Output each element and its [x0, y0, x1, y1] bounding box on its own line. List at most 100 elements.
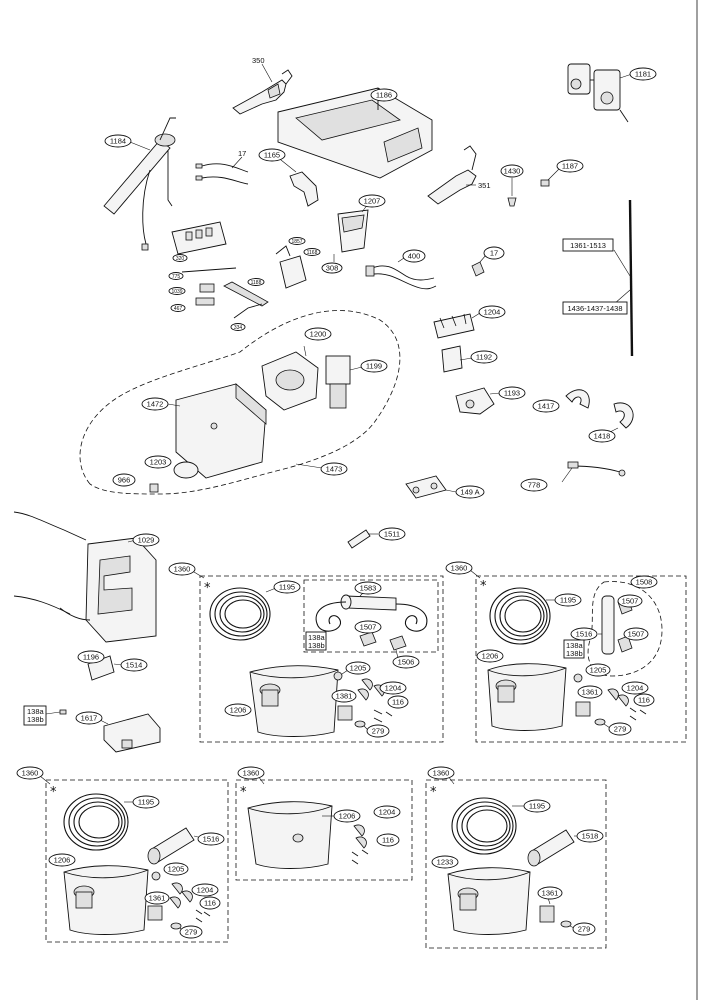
- label-p3-116: 116: [204, 899, 216, 908]
- star-mark-5: *: [430, 785, 437, 800]
- label-17-clip: 17: [490, 249, 498, 258]
- label-p1-1506: 1506: [398, 658, 415, 667]
- part-1203: [173, 461, 199, 479]
- screws-p3: [195, 909, 211, 923]
- label-1472: 1472: [147, 400, 164, 409]
- label-1188: 1188: [251, 280, 262, 286]
- label-p1-116: 116: [392, 698, 404, 707]
- label-p2-1508: 1508: [636, 578, 653, 587]
- label-p3-1516: 1516: [203, 835, 220, 844]
- label-1417: 1417: [538, 402, 555, 411]
- label-p2-1195: 1195: [560, 596, 576, 605]
- part-1181-valve: [567, 63, 629, 123]
- label-p5-1233: 1233: [437, 858, 454, 867]
- label-1204-top: 1204: [484, 308, 501, 317]
- label-1199: 1199: [366, 362, 382, 371]
- label-p2-1206: 1206: [482, 652, 499, 661]
- label-149a: 149 A: [460, 488, 479, 497]
- label-1617: 1617: [81, 714, 98, 723]
- hose-coil-3: [63, 793, 129, 851]
- label-1203: 1203: [150, 458, 167, 467]
- label-p4-116: 116: [382, 836, 394, 845]
- label-p4-1206: 1206: [339, 812, 356, 821]
- label-p2-138ab: 138a 138b: [566, 641, 585, 658]
- part-1186-housing: [277, 87, 433, 179]
- label-966: 966: [118, 476, 131, 485]
- part-1417-hose: [565, 389, 590, 409]
- part-1193: [455, 387, 495, 415]
- kit-panel-1: * 1360 1195 1583 138a 138b: [168, 562, 444, 743]
- label-p2-116: 116: [638, 696, 650, 705]
- label-p1-1583: 1583: [360, 584, 377, 593]
- label-1186: 1186: [376, 91, 392, 100]
- part-351-bracket: [427, 145, 477, 205]
- label-p5-1360: 1360: [433, 769, 450, 778]
- label-1039: 1039: [171, 289, 182, 295]
- small-parts-cluster: [181, 267, 269, 319]
- label-1193: 1193: [504, 389, 520, 398]
- label-1207: 1207: [364, 197, 381, 206]
- label-p3-1361: 1361: [149, 894, 166, 903]
- hose-coil-2: [489, 587, 551, 645]
- label-1430: 1430: [504, 167, 521, 176]
- part-1192: [441, 345, 463, 373]
- label-1436-1437-1438: 1436-1437-1438: [567, 304, 622, 313]
- label-p1-138ab: 138a 138b: [308, 633, 327, 650]
- label-1473: 1473: [326, 465, 343, 474]
- bag-1206-p4: [247, 801, 333, 869]
- part-tube-long: [613, 199, 634, 357]
- part-1200-motor: [261, 351, 319, 411]
- star-mark-1: *: [204, 581, 211, 596]
- label-467: 467: [174, 306, 183, 312]
- label-320: 320: [176, 256, 185, 262]
- filter-1583: [315, 594, 428, 632]
- label-p3-1195: 1195: [138, 798, 154, 807]
- label-p2-1205: 1205: [590, 666, 607, 675]
- kit-panel-3: * 1360 1195 1516 1206 1205: [16, 766, 229, 943]
- part-1430: [507, 197, 517, 207]
- label-p2-1204: 1204: [627, 684, 644, 693]
- part-1418-hose: [613, 402, 634, 429]
- label-p3-1204: 1204: [197, 886, 214, 895]
- part-small-motor: [275, 245, 307, 289]
- part-1029-panel: [13, 511, 157, 643]
- part-778-sensor: [567, 461, 626, 477]
- label-p3-279: 279: [185, 928, 198, 937]
- label-p1-1507: 1507: [360, 623, 377, 632]
- label-1361-1513: 1361-1513: [570, 241, 606, 250]
- label-1418: 1418: [594, 432, 611, 441]
- clips-p3: [169, 882, 193, 909]
- part-350-bracket: [232, 69, 293, 115]
- part-17-wires: [195, 163, 249, 185]
- label-p5-1518: 1518: [582, 832, 599, 841]
- part-1511: [347, 529, 371, 549]
- label-1192: 1192: [476, 353, 492, 362]
- label-p2-1361: 1361: [582, 688, 599, 697]
- label-1514: 1514: [126, 661, 143, 670]
- hose-coil-1: [209, 587, 271, 641]
- label-p1-279: 279: [372, 727, 385, 736]
- part-1207-box: [337, 209, 369, 253]
- label-1200: 1200: [310, 330, 327, 339]
- part-1184-tube: [103, 117, 176, 251]
- star-mark-3: *: [50, 785, 57, 800]
- kit-panel-4: * 1360 1206 1204 116: [235, 766, 413, 881]
- label-351: 351: [478, 181, 491, 190]
- part-1165-elbow: [289, 171, 319, 207]
- filter-p5-1518: [527, 829, 575, 867]
- label-p4-1204: 1204: [379, 808, 396, 817]
- label-1181: 1181: [635, 70, 651, 79]
- label-p5-279: 279: [578, 925, 591, 934]
- part-1187: [540, 179, 550, 187]
- part-1199-valve: [325, 355, 351, 409]
- label-1184: 1184: [110, 137, 126, 146]
- label-p1-1195: 1195: [279, 583, 295, 592]
- label-p2-1360: 1360: [451, 564, 468, 573]
- label-p2-1516: 1516: [576, 630, 593, 639]
- part-400-harness: [365, 265, 437, 290]
- label-p1-1205: 1205: [350, 664, 367, 673]
- part-1204-clip: [433, 313, 475, 339]
- hose-coil-5: [451, 797, 517, 855]
- label-400: 400: [408, 252, 421, 261]
